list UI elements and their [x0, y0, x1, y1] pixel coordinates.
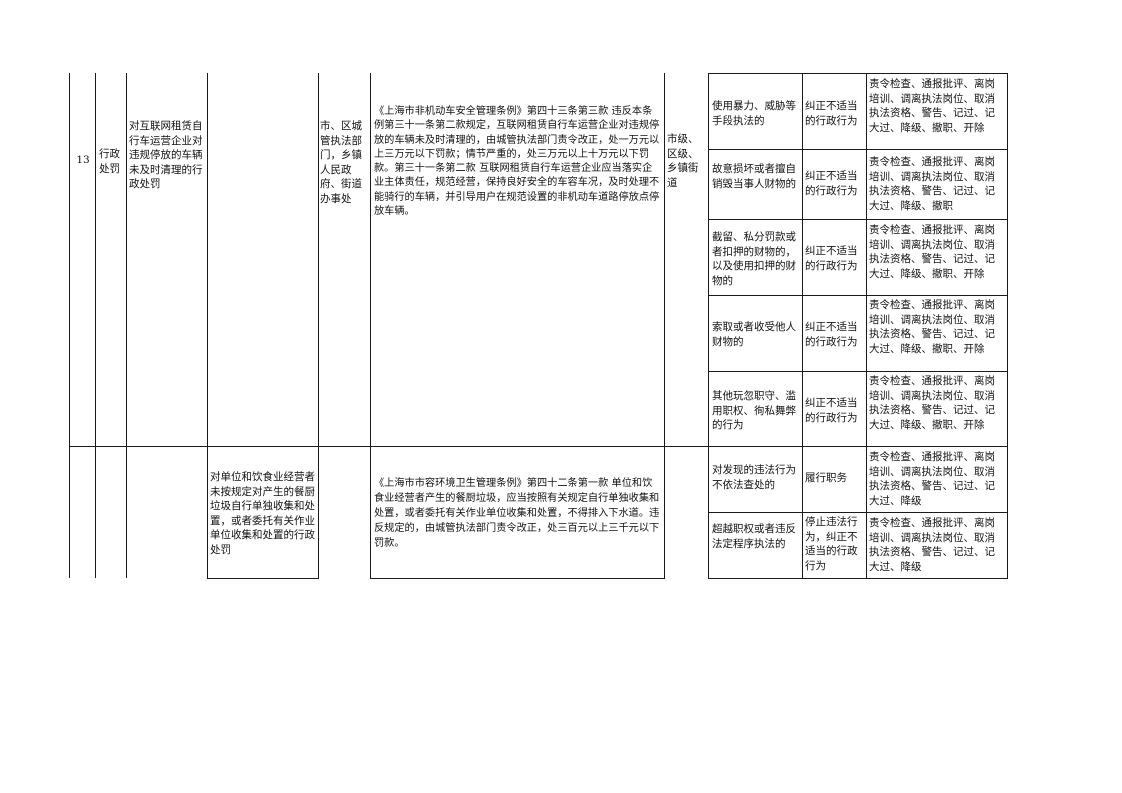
accountability-measures: 责令检查、通报批评、离岗培训、调离执法岗位、取消执法资格、警告、记过、记大过、降…	[869, 375, 995, 431]
accountability-type: 纠正不适当的行政行为	[805, 245, 858, 272]
item-name: 对互联网租赁自行车运营企业对违规停放的车辆未及时清理的行政处罚	[129, 120, 203, 190]
accountability-measures: 责令检查、通报批评、离岗培训、调离执法岗位、取消执法资格、警告、记过、记大过、降…	[869, 78, 995, 134]
accountability-measures: 责令检查、通报批评、离岗培训、调离执法岗位、取消执法资格、警告、记过、记大过、降…	[869, 299, 995, 355]
responsible-department: 市、区城管执法部门，乡镇人民政府、街道办事处	[320, 120, 362, 205]
accountability-situation: 截留、私分罚款或者扣押的财物的，以及使用扣押的财物的	[712, 231, 796, 287]
accountability-measures: 责令检查、通报批评、离岗培训、调离执法岗位、取消执法资格、警告、记过、记大过、降…	[869, 156, 995, 212]
accountability-type: 纠正不适当的行政行为	[805, 170, 858, 197]
row-number: 13	[76, 154, 90, 166]
accountability-type: 停止违法行为，纠正不适当的行政行为	[805, 516, 858, 572]
accountability-type: 纠正不适当的行政行为	[805, 321, 858, 348]
legal-basis: 《上海市市容环境卫生管理条例》第四十二条第一款 单位和饮食业经营者产生的餐厨垃圾…	[374, 478, 660, 549]
enforcement-level: 市级、区级、乡镇街道	[667, 133, 699, 189]
accountability-measures: 责令检查、通报批评、离岗培训、调离执法岗位、取消执法资格、警告、记过、记大过、降…	[869, 517, 995, 573]
accountability-type: 履行职务	[805, 472, 847, 484]
accountability-situation: 索取或者收受他人财物的	[712, 321, 796, 348]
accountability-situation: 使用暴力、威胁等手段执法的	[712, 100, 796, 127]
category-label: 行政 处罚	[99, 148, 120, 175]
legal-basis: 《上海市非机动车安全管理条例》第四十三条第三款 违反本条例第三十一条第二款规定，…	[374, 106, 660, 218]
accountability-type: 纠正不适当的行政行为	[805, 100, 858, 127]
accountability-type: 纠正不适当的行政行为	[805, 397, 858, 424]
accountability-situation: 其他玩忽职守、滥用职权、徇私舞弊的行为	[712, 390, 796, 431]
accountability-situation: 故意损坏或者擅自销毁当事人财物的	[712, 163, 796, 190]
accountability-measures: 责令检查、通报批评、离岗培训、调离执法岗位、取消执法资格、警告、记过、记大过、降…	[869, 451, 995, 507]
accountability-situation: 超越职权或者违反法定程序执法的	[712, 523, 796, 550]
accountability-situation: 对发现的违法行为不依法查处的	[712, 464, 796, 491]
accountability-measures: 责令检查、通报批评、离岗培训、调离执法岗位、取消执法资格、警告、记过、记大过、降…	[869, 224, 995, 280]
sub-item-name: 对单位和饮食业经营者未按规定对产生的餐厨垃圾自行单独收集和处置，或者委托有关作业…	[210, 471, 315, 556]
